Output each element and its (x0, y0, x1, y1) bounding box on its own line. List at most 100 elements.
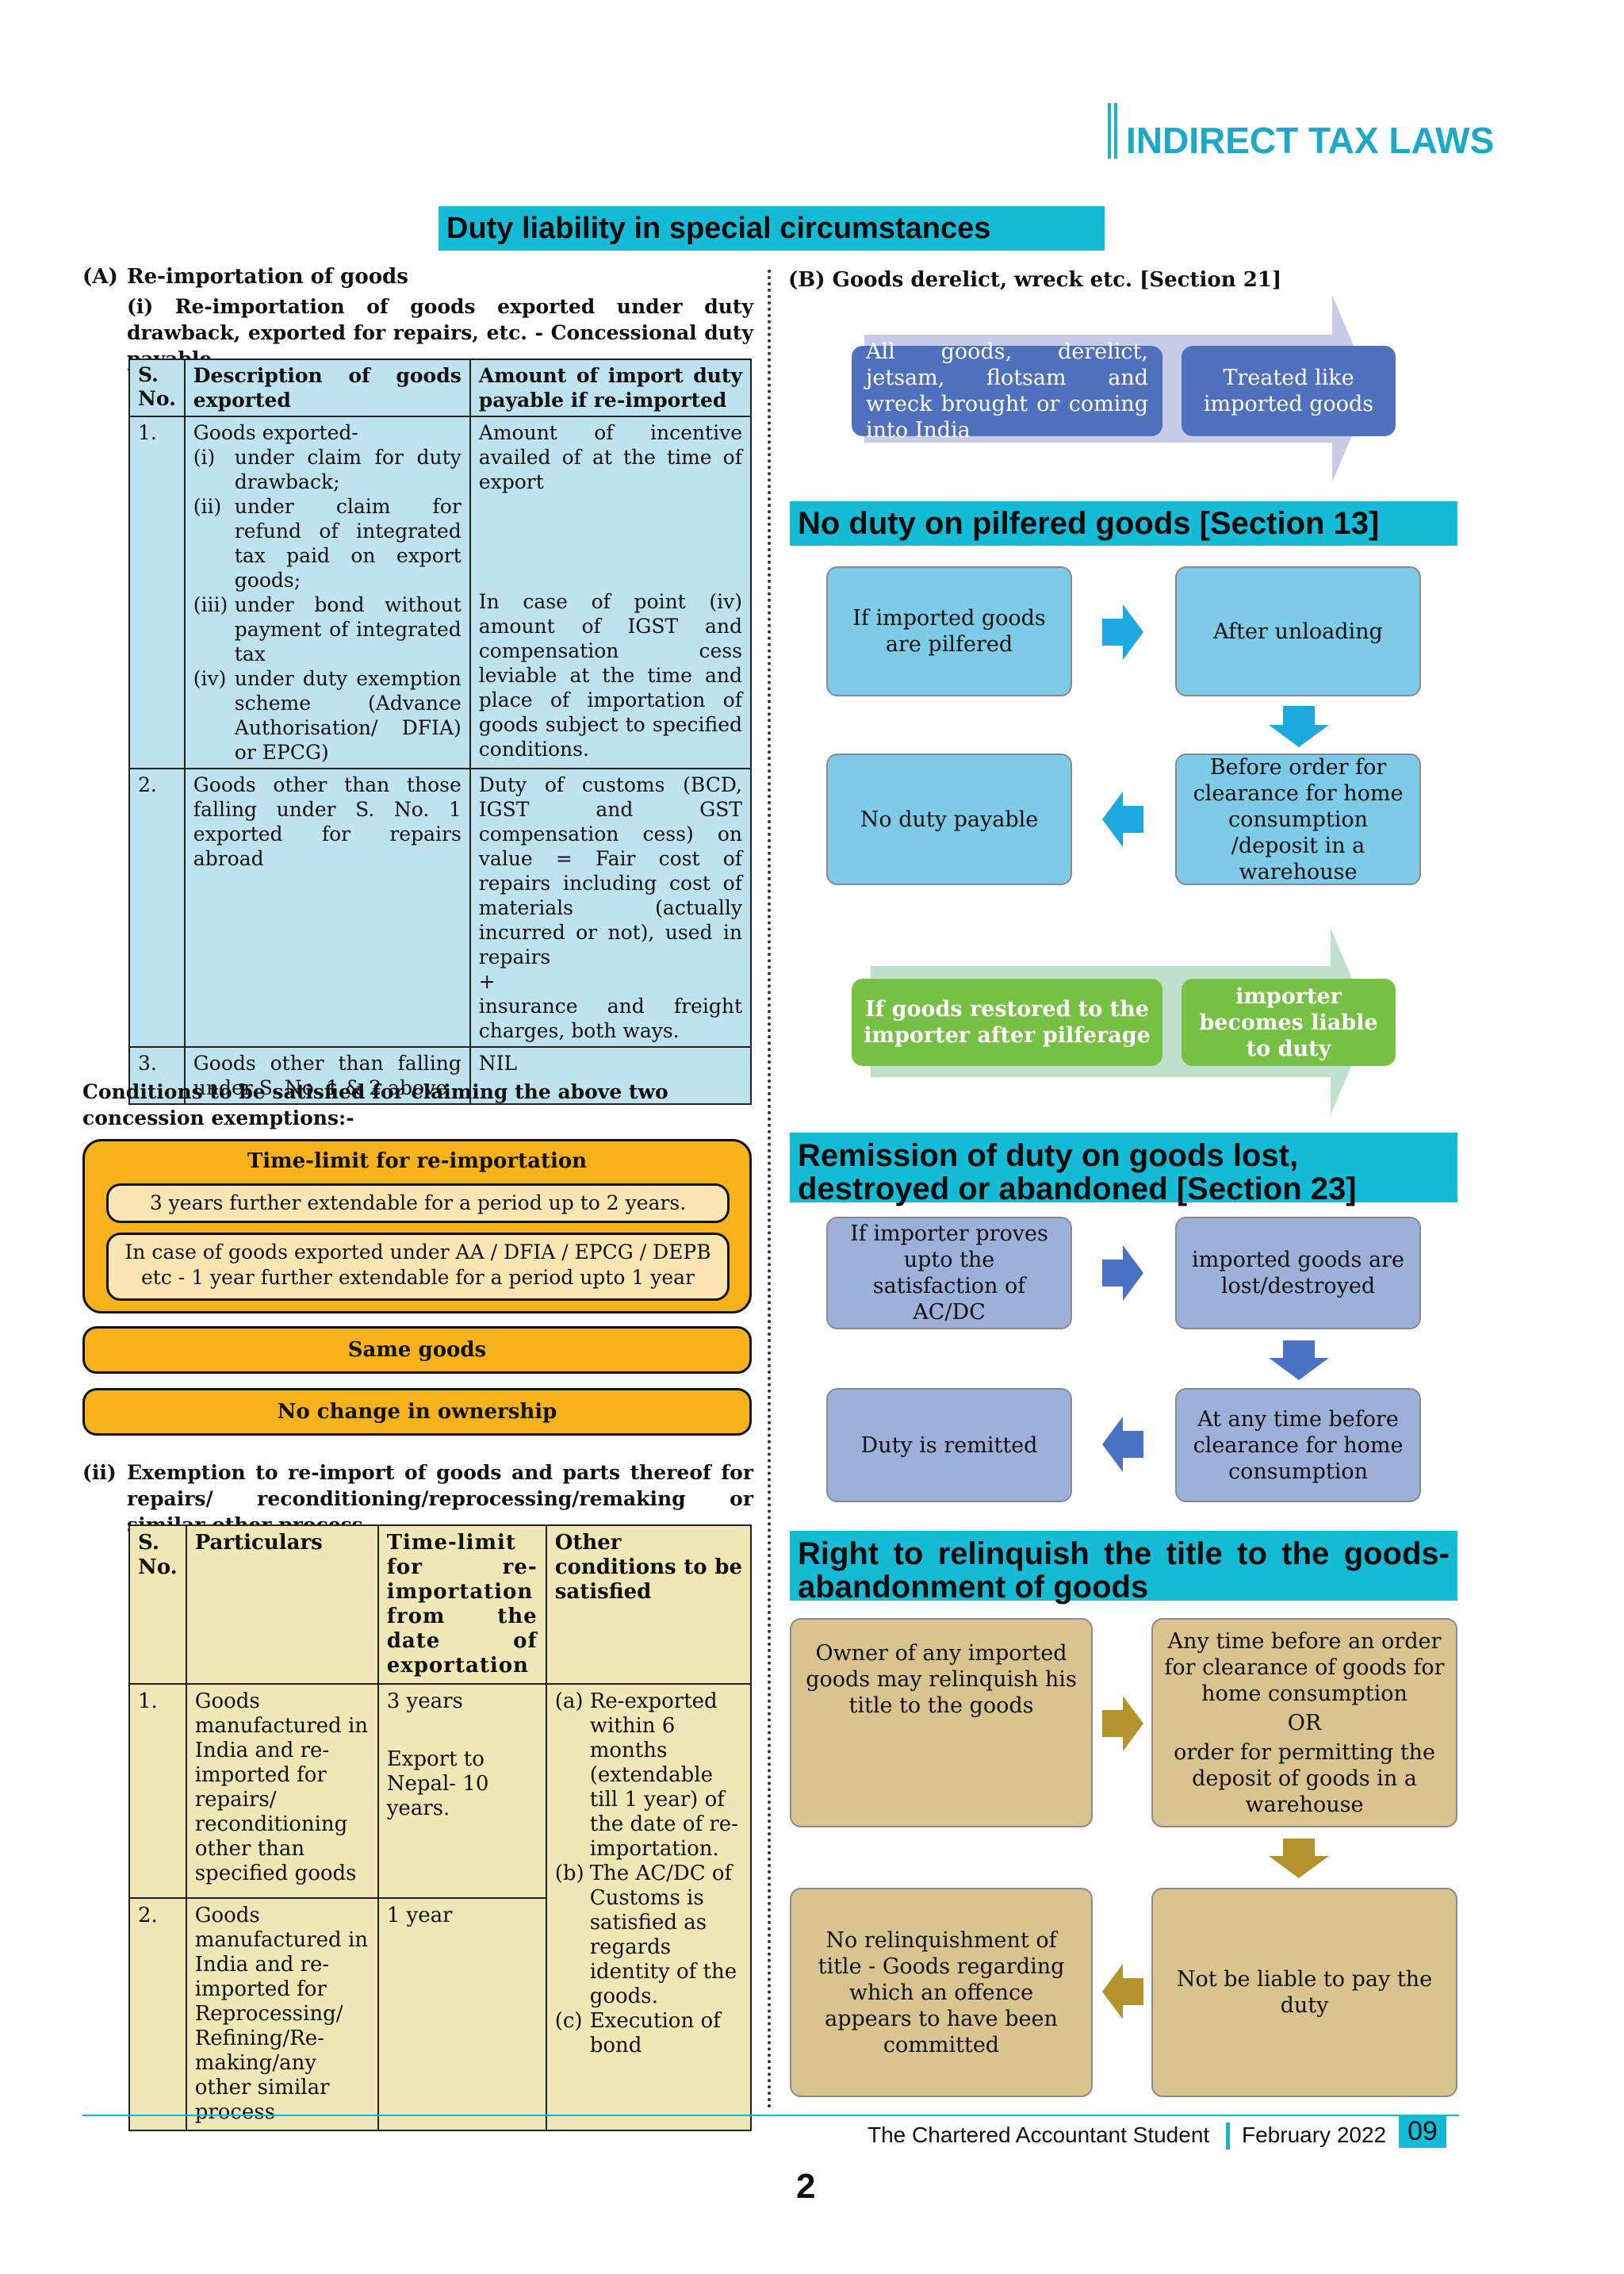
list-item: (b)The AC/DC of Customs is satisfied as … (555, 1862, 742, 2009)
list-item-number: (iv) (193, 667, 227, 690)
list-item: (iii)under bond without payment of integ… (193, 592, 462, 666)
relinquish-box-any-time-b: order for permitting the deposit of good… (1174, 1739, 1435, 1817)
footer-date: February 2022 (1242, 2123, 1387, 2147)
list-item: (a)Re-exported within 6 months (extendab… (555, 1689, 742, 1862)
pilfered-box-after-unloading: After unloading (1175, 566, 1421, 696)
row-time-b: Export to Nepal- 10 years. (386, 1747, 489, 1820)
section-b-heading: (B) Goods derelict, wreck etc. [Section … (788, 268, 1282, 292)
pilferage-box-restored: If goods restored to the importer after … (852, 979, 1162, 1066)
row-sno: 2. (128, 1897, 187, 2131)
list-item-number: (ii) (193, 495, 222, 518)
same-goods-label: Same goods (347, 1338, 487, 1362)
section-b-box-2: Treated like imported goods (1182, 346, 1396, 436)
reimport-repairs-table: S. No. Particulars Time-limit for re-imp… (128, 1524, 753, 2131)
reimport-duty-table: S. No. Description of goods exported Amo… (128, 359, 753, 1105)
relinquish-title: Right to relinquish the title to the goo… (790, 1531, 1457, 1604)
row-amount-b: insurance and freight charges, both ways… (478, 995, 742, 1042)
table-header-row: S. No. Particulars Time-limit for re-imp… (128, 1524, 753, 1685)
row-time-limit: 1 year (377, 1897, 547, 2131)
remission-box-lost-destroyed: imported goods are lost/destroyed (1175, 1217, 1421, 1329)
section-a-sub-ii-number: (ii) (82, 1461, 117, 1484)
col-header-description: Description of goods exported (183, 359, 471, 417)
col-header-other-conditions: Other conditions to be satisfied (545, 1524, 753, 1685)
list-item-number: (a) (554, 1689, 584, 1713)
arrow-left-icon (1102, 1964, 1143, 2019)
col-header-time-limit: Time-limit for re-importation from the d… (377, 1524, 547, 1685)
col-header-sno: S. No. (128, 359, 186, 417)
table-header-row: S. No. Description of goods exported Amo… (128, 359, 753, 417)
list-item-number: (b) (554, 1862, 584, 1885)
same-goods-box: Same goods (82, 1326, 752, 1374)
row-particulars: Goods manufactured in India and re-impor… (185, 1683, 379, 1899)
table-row: 2. Goods other than those falling under … (128, 768, 753, 1048)
section-a-number: (A) (82, 265, 118, 289)
col-header-particulars: Particulars (185, 1524, 379, 1685)
header-title: INDIRECT TAX LAWS (1126, 120, 1495, 161)
row-other-conditions: (a)Re-exported within 6 months (extendab… (545, 1683, 753, 2131)
pilferage-box-liable: importer becomes liable to duty (1182, 979, 1396, 1066)
list-item-text: Re-exported within 6 months (extendable … (589, 1689, 738, 1861)
list-item-number: (c) (554, 2009, 583, 2033)
no-change-ownership-box: No change in ownership (82, 1388, 752, 1436)
page-number: 2 (796, 2167, 816, 2206)
list-item: (c)Execution of bond (555, 2009, 742, 2058)
list-item-text: under claim for refund of integrated tax… (234, 495, 462, 592)
relinquish-box-any-time-or: OR (1287, 1710, 1322, 1735)
table-row: 2. Goods manufactured in India and re-im… (128, 1897, 751, 2131)
section-a-heading: Re-importation of goods (127, 265, 408, 289)
table-row: 1. Goods exported- (i)under claim for du… (128, 416, 753, 769)
relinquish-box-any-time: Any time before an order for clearance o… (1151, 1618, 1457, 1827)
table-row: 1. Goods manufactured in India and re-im… (128, 1683, 753, 2131)
relinquish-box-no-relinquishment: No relinquishment of title - Goods regar… (790, 1888, 1093, 2097)
row-time-limit: 3 years Export to Nepal- 10 years. (377, 1683, 547, 1899)
row-amount-b: In case of point (iv) amount of IGST and… (478, 590, 742, 761)
row-description: Goods exported- (i)under claim for duty … (183, 416, 471, 769)
relinquish-box-not-liable: Not be liable to pay the duty (1151, 1888, 1457, 2097)
list-item-text: under bond without payment of integrated… (234, 593, 462, 665)
col-header-sno: S. No. (128, 1524, 187, 1685)
remission-title: Remission of duty on goods lost, destroy… (790, 1133, 1457, 1206)
remission-box-importer-proves: If importer proves upto the satisfaction… (826, 1217, 1072, 1329)
row-amount-a: Duty of customs (BCD, IGST and GST compe… (478, 773, 742, 968)
footer-rule (82, 2115, 1459, 2116)
time-limit-label: Time-limit for re-importation (247, 1149, 588, 1173)
row-sno: 3. (128, 1046, 186, 1105)
arrow-left-icon (1102, 1417, 1143, 1472)
pilfered-title: No duty on pilfered goods [Section 13] (790, 501, 1457, 546)
list-item: (iv) under duty exemption scheme (Advance… (193, 666, 462, 765)
arrow-right-icon (1102, 1696, 1143, 1751)
arrow-left-icon (1102, 792, 1143, 847)
pilfered-box-before-order: Before order for clearance for home cons… (1175, 754, 1421, 885)
row-amount: Amount of incentive availed of at the ti… (469, 416, 753, 769)
section-a-sub-i: (i) Re-importation of goods exported und… (127, 295, 753, 370)
list-item: (ii) under claim for refund of integrated… (193, 494, 462, 592)
page-title: Duty liability in special circumstances (439, 206, 1105, 251)
row-amount-a: Amount of incentive availed of at the ti… (478, 421, 742, 493)
list-item-text: Execution of bond (589, 2009, 721, 2057)
list-item-text: under duty exemption scheme (Advance Aut… (234, 667, 462, 764)
remission-box-duty-remitted: Duty is remitted (826, 1388, 1072, 1502)
row-description: Goods other than those falling under S. … (183, 768, 471, 1048)
arrow-down-icon (1269, 1839, 1329, 1878)
section-b-box-1: All goods, derelict, jetsam, flotsam and… (852, 339, 1162, 443)
row-description: Goods other than falling under S. No. 1 … (183, 1046, 471, 1105)
row-description-intro: Goods exported- (193, 421, 358, 444)
time-limit-option-1: 3 years further extendable for a period … (106, 1183, 730, 1223)
table-row: 3. Goods other than falling under S. No.… (128, 1046, 753, 1105)
pilfered-box-if-imported: If imported goods are pilfered (826, 566, 1072, 696)
arrow-right-icon (1102, 604, 1143, 660)
remission-box-any-time: At any time before clearance for home co… (1175, 1388, 1421, 1502)
col-header-amount: Amount of import duty payable if re-impo… (469, 359, 753, 417)
column-divider (768, 270, 771, 2110)
row-sno: 2. (128, 768, 186, 1048)
header-accent-bar (1108, 103, 1117, 159)
relinquish-box-owner: Owner of any imported goods may relinqui… (790, 1618, 1093, 1827)
row-amount-plus: + (478, 970, 496, 993)
row-particulars: Goods manufactured in India and re-impor… (185, 1897, 379, 2131)
list-item-text: The AC/DC of Customs is satisfied as reg… (589, 1862, 737, 2008)
footer-page-tag: 09 (1399, 2115, 1446, 2148)
arrow-down-icon (1269, 1340, 1329, 1380)
list-item-text: under claim for duty drawback; (234, 446, 462, 493)
conditions-list: (a)Re-exported within 6 months (extendab… (555, 1689, 742, 2058)
time-limit-option-2: In case of goods exported under AA / DFI… (106, 1233, 730, 1301)
